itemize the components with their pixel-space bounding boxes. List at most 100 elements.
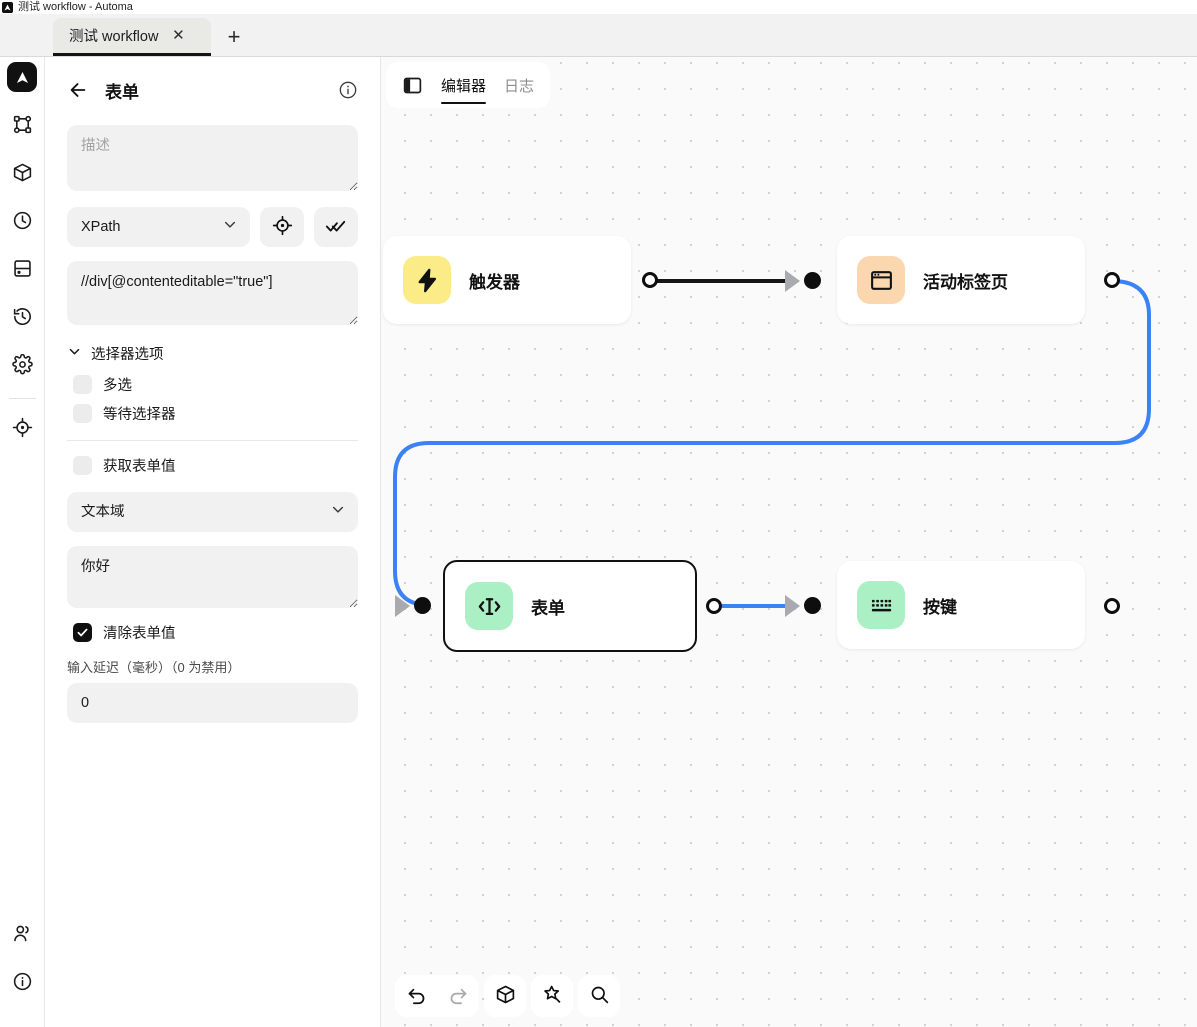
canvas-tab-bar: 编辑器 日志: [386, 62, 551, 108]
tab-editor[interactable]: 编辑器: [441, 62, 487, 108]
package-icon: [12, 162, 33, 188]
info-icon: [12, 971, 33, 997]
description-input[interactable]: [67, 125, 358, 191]
automa-logo-icon: [2, 1, 13, 13]
flow-node-active-tab[interactable]: 活动标签页: [837, 236, 1085, 324]
selector-type-select[interactable]: XPath: [67, 207, 250, 247]
form-value-input[interactable]: [67, 546, 358, 608]
checkbox-box: [73, 623, 92, 642]
sidebar-item-element-picker[interactable]: [4, 411, 40, 449]
flow-node-label: 触发器: [469, 272, 520, 292]
checkbox-clear-form-value[interactable]: 清除表单值: [67, 622, 358, 643]
package-icon: [495, 984, 516, 1008]
flow-node-label: 活动标签页: [923, 272, 1008, 292]
selector-type-row: XPath: [67, 207, 358, 247]
handle-input-press-key[interactable]: [804, 597, 821, 614]
selector-options-toggle[interactable]: 选择器选项: [67, 343, 358, 364]
block-settings-panel: 表单 XPath: [45, 57, 381, 1027]
checkbox-label: 多选: [103, 378, 132, 394]
checkbox-label: 清除表单值: [103, 626, 176, 642]
search-block-button[interactable]: [578, 975, 620, 1017]
workflow-icon: [12, 114, 33, 140]
users-icon: [12, 923, 33, 949]
target-icon: [12, 417, 33, 443]
undo-button[interactable]: [395, 975, 437, 1017]
selector-options-label: 选择器选项: [91, 347, 164, 363]
pick-element-button[interactable]: [260, 207, 304, 247]
browser-tab-label: 测试 workflow: [69, 29, 159, 45]
page-title: 表单: [105, 82, 139, 102]
flow-node-forms[interactable]: 表单: [443, 560, 697, 652]
checkbox-box: [73, 456, 92, 475]
handle-output-active-tab[interactable]: [1104, 272, 1120, 288]
rail-divider: [8, 398, 36, 399]
auto-align-button[interactable]: [531, 975, 573, 1017]
handle-output-forms[interactable]: [706, 598, 722, 614]
redo-button[interactable]: [437, 975, 479, 1017]
sidebar-item-about[interactable]: [4, 965, 40, 1003]
left-icon-rail: [0, 57, 45, 1027]
checkbox-wait-selector[interactable]: 等待选择器: [67, 403, 358, 424]
lightning-icon: [403, 256, 451, 304]
magic-wand-icon: [542, 984, 563, 1008]
close-icon[interactable]: ✕: [172, 27, 185, 44]
delay-input[interactable]: [67, 683, 358, 723]
search-icon: [589, 984, 610, 1008]
selector-input[interactable]: [67, 261, 358, 325]
tab-logs[interactable]: 日志: [504, 77, 535, 95]
delay-label: 输入延迟（毫秒）（0 为禁用）: [67, 660, 241, 675]
sidebar-item-settings[interactable]: [4, 348, 40, 386]
handle-input-forms[interactable]: [414, 597, 431, 614]
blocks-button[interactable]: [484, 975, 526, 1017]
handle-input-arrow-press-key: [785, 595, 800, 617]
browser-window-icon: [857, 256, 905, 304]
handle-input-arrow-forms: [395, 595, 410, 617]
selector-type-select-wrap: XPath: [67, 207, 250, 247]
storage-icon: [12, 258, 33, 284]
panel-toggle-icon[interactable]: [402, 75, 423, 96]
sidebar-item-schedule[interactable]: [4, 204, 40, 242]
plus-icon: +: [227, 24, 241, 49]
sidebar-item-packages[interactable]: [4, 156, 40, 194]
rail-bottom-group: [4, 917, 40, 1027]
handle-output-press-key[interactable]: [1104, 598, 1120, 614]
info-circle-icon[interactable]: [338, 80, 358, 100]
new-tab-button[interactable]: +: [217, 20, 251, 54]
browser-tab-workflow[interactable]: 测试 workflow ✕: [53, 18, 211, 56]
form-type-select-wrap: 文本域: [67, 492, 358, 532]
sidebar-item-storage[interactable]: [4, 252, 40, 290]
undo-icon: [406, 984, 427, 1008]
handle-output-trigger[interactable]: [642, 272, 658, 288]
handle-input-active-tab[interactable]: [804, 272, 821, 289]
canvas-bottom-toolbar: [395, 975, 620, 1017]
text-cursor-icon: [465, 582, 513, 630]
flow-node-label: 表单: [531, 598, 565, 618]
panel-divider: [67, 440, 358, 441]
history-icon: [12, 306, 33, 332]
automa-logo[interactable]: [7, 62, 37, 92]
workflow-canvas[interactable]: 编辑器 日志 触发器: [381, 57, 1197, 1027]
undo-redo-group: [395, 975, 479, 1017]
flow-edges: [393, 279, 1151, 608]
flow-node-label: 按键: [923, 597, 957, 617]
arrow-left-icon[interactable]: [67, 79, 89, 101]
blocks-group: [484, 975, 526, 1017]
app-shell: 表单 XPath: [0, 57, 1197, 1027]
clock-icon: [12, 210, 33, 236]
panel-header: 表单: [67, 75, 358, 105]
sidebar-item-workflow[interactable]: [4, 108, 40, 146]
flow-node-trigger[interactable]: 触发器: [383, 236, 631, 324]
checkbox-multiple[interactable]: 多选: [67, 374, 358, 395]
sidebar-item-history[interactable]: [4, 300, 40, 338]
flow-viewport: 触发器 活动标签页: [381, 57, 1197, 1027]
window-title-bar: 测试 workflow - Automa: [0, 0, 1197, 14]
form-type-select[interactable]: 文本域: [67, 492, 358, 532]
edge-active-tab-forms: [393, 279, 1151, 607]
checkbox-get-form-value[interactable]: 获取表单值: [67, 455, 358, 476]
handle-input-arrow-active-tab: [785, 270, 800, 292]
browser-tab-strip: 测试 workflow ✕ +: [0, 14, 1197, 57]
sidebar-item-teams[interactable]: [4, 917, 40, 955]
validate-selector-button[interactable]: [314, 207, 358, 247]
search-group: [578, 975, 620, 1017]
flow-node-press-key[interactable]: 按键: [837, 561, 1085, 649]
